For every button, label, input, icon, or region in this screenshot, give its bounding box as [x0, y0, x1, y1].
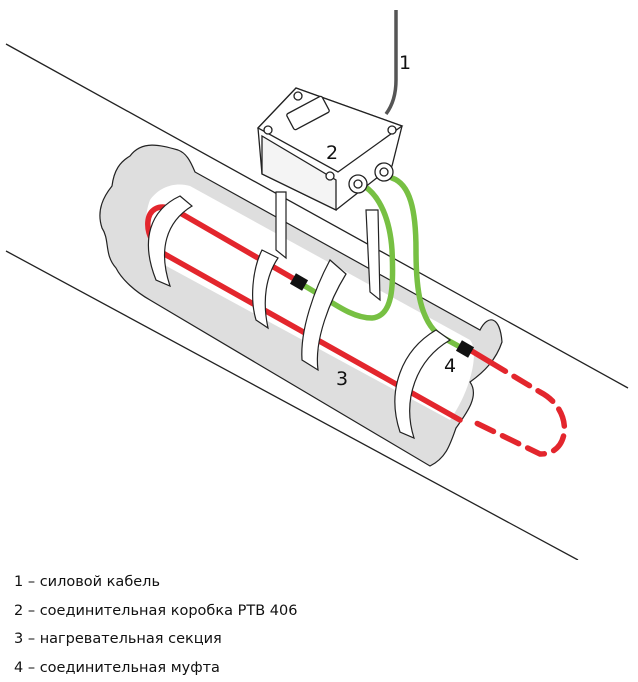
screw-4 — [294, 92, 302, 100]
legend-item-heating-section: 3 – нагревательная секция — [14, 625, 297, 654]
screw-3 — [388, 126, 396, 134]
screw-1 — [264, 126, 272, 134]
legend-item-power-cable: 1 – силовой кабель — [14, 568, 297, 597]
callout-coupling: 4 — [444, 355, 456, 377]
legend-item-coupling: 4 – соединительная муфта — [14, 654, 297, 682]
pipe-heating-diagram: 1 2 3 4 — [0, 0, 638, 560]
callout-heating-section: 3 — [336, 368, 348, 390]
cable-gland-right-inner — [380, 168, 388, 176]
callout-power-cable: 1 — [399, 52, 411, 74]
legend-item-junction-box: 2 – соединительная коробка PTB 406 — [14, 597, 297, 626]
power-cable — [386, 10, 396, 114]
legend: 1 – силовой кабель 2 – соединительная ко… — [14, 568, 297, 682]
screw-2 — [326, 172, 334, 180]
heating-cable-dashed — [470, 362, 564, 454]
bracket-plate — [276, 192, 286, 258]
cable-gland-left-inner — [354, 180, 362, 188]
callout-junction-box: 2 — [326, 142, 338, 164]
